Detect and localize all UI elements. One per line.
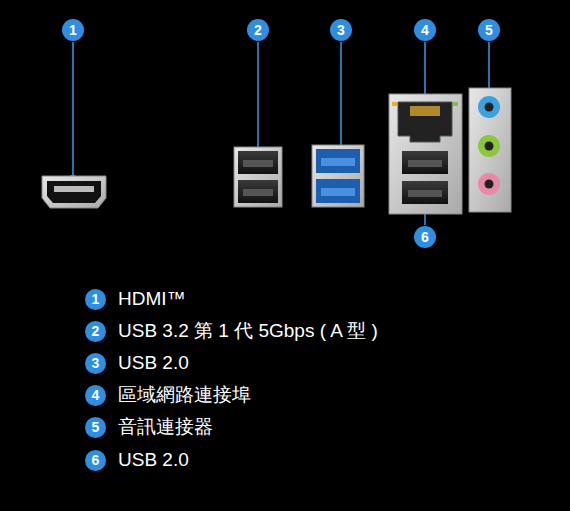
port-name: USB 2.0 <box>118 352 189 374</box>
usb-port-black <box>402 151 448 204</box>
callout-number: 3 <box>330 19 352 41</box>
callout-number: 2 <box>85 321 106 342</box>
callout-number: 1 <box>62 19 84 41</box>
callout-number: 1 <box>85 289 106 310</box>
callout-number: 6 <box>85 450 106 471</box>
callout-number: 2 <box>247 19 269 41</box>
port-name: HDMI™ <box>118 288 186 310</box>
usb-port-blue <box>312 145 364 207</box>
callout-number: 5 <box>478 19 500 41</box>
leader-lines <box>71 42 492 225</box>
port-name: USB 3.2 第 1 代 5Gbps ( A 型 ) <box>118 320 378 342</box>
callout-number: 4 <box>414 19 436 41</box>
port-name: USB 2.0 <box>118 449 189 471</box>
callout-number: 3 <box>85 353 106 374</box>
audio-jacks <box>469 88 511 212</box>
hdmi-port <box>42 176 106 208</box>
port-name: 音訊連接器 <box>118 416 213 438</box>
port-name: 區域網路連接埠 <box>118 384 251 406</box>
usb-port-black <box>234 147 282 207</box>
callout-number: 4 <box>85 385 106 406</box>
callout-number: 5 <box>85 417 106 438</box>
lan-port <box>389 94 462 214</box>
callout-number: 6 <box>414 226 436 248</box>
